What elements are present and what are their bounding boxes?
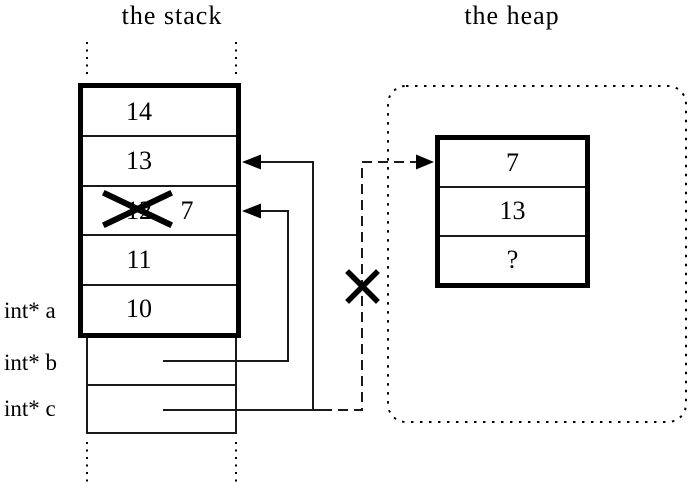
heap-cell-0: 7 — [440, 140, 585, 189]
arrowhead-left-icon — [242, 203, 261, 219]
dashed-pointer-path — [322, 161, 417, 411]
stack-cell-13: 13 — [83, 137, 236, 187]
stack-cell-11: 11 — [83, 236, 236, 286]
stack-cell-value: 11 — [126, 244, 152, 274]
arrowhead-right-icon — [416, 154, 434, 170]
stack-cell-value: 10 — [126, 294, 152, 324]
dangling-pointer-dashed-line-to-heap — [322, 154, 434, 411]
stack-cell-10: 10 — [83, 286, 236, 333]
broken-link-x-icon — [345, 269, 380, 304]
heap-cell-value: ? — [506, 244, 519, 274]
stack-frame-box: 14 13 12 7 11 10 — [78, 83, 241, 338]
stack-cell-value: 14 — [126, 96, 152, 126]
pointer-label-int-c: int* c — [4, 396, 56, 421]
stack-title: the stack — [121, 1, 223, 30]
pointer-line-c-vertical — [260, 161, 314, 410]
heap-title: the heap — [464, 1, 560, 30]
stack-cell-14: 14 — [83, 88, 236, 138]
pointer-label-int-a: int* a — [4, 298, 56, 323]
heap-cell-value: 13 — [499, 196, 526, 226]
heap-cell-value: 7 — [506, 148, 519, 178]
heap-cell-2: ? — [440, 237, 585, 283]
heap-cell-1: 13 — [440, 188, 585, 237]
heap-block-box: 7 13 ? — [435, 135, 590, 288]
arrowhead-left-icon — [242, 154, 261, 170]
pointer-cell-c — [86, 386, 237, 434]
replacement-value: 7 — [180, 195, 194, 225]
pointer-cell-b — [86, 338, 237, 386]
stack-cell-value: 13 — [126, 146, 152, 176]
pointer-label-int-b: int* b — [4, 350, 58, 375]
stack-cell-12-overwritten: 12 7 — [83, 187, 236, 237]
